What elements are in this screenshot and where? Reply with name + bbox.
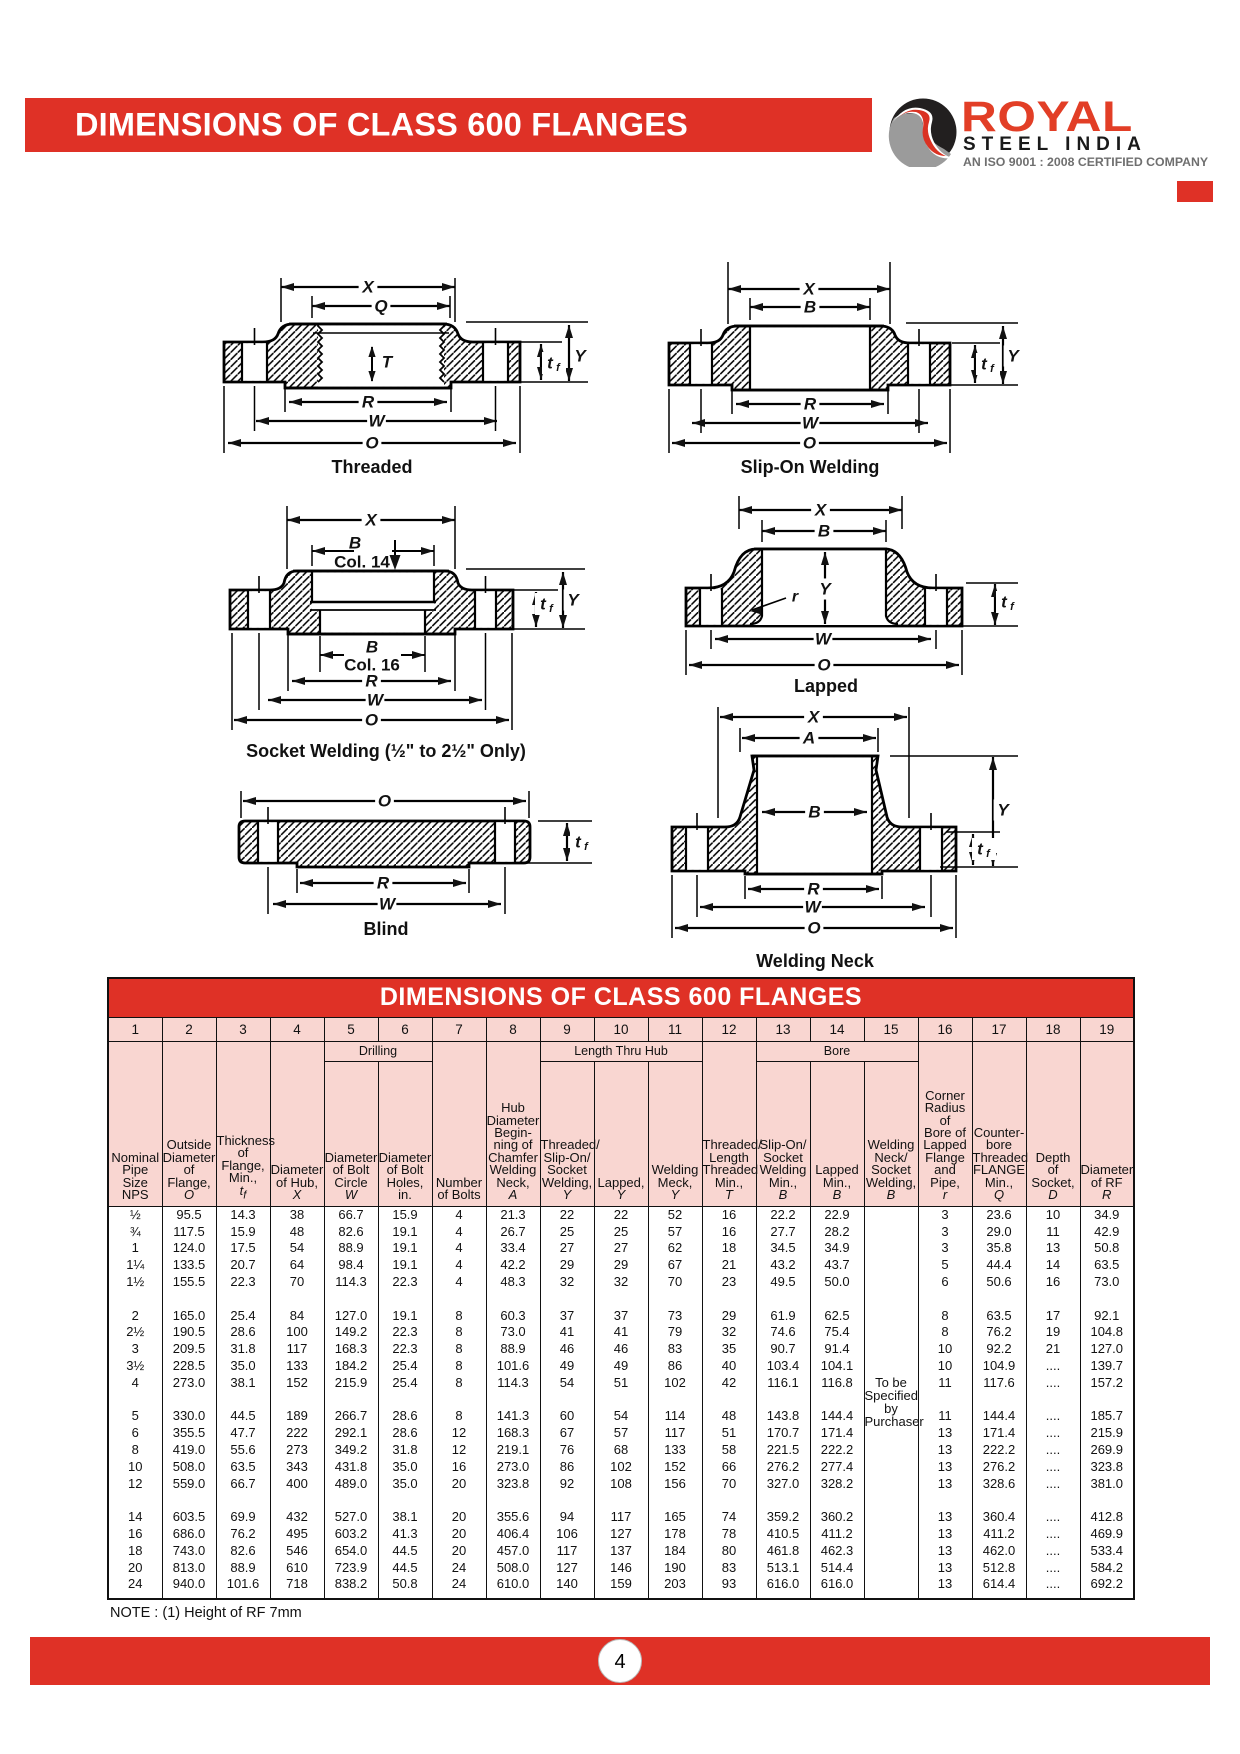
svg-text:B: B — [818, 522, 830, 541]
svg-text:Welding Neck: Welding Neck — [756, 951, 875, 971]
svg-text:W: W — [804, 898, 822, 917]
svg-text:A: A — [802, 729, 815, 748]
svg-text:R: R — [365, 672, 378, 691]
svg-text:R: R — [807, 880, 820, 899]
svg-text:f: f — [990, 363, 995, 375]
svg-text:f: f — [986, 848, 991, 860]
svg-text:Lapped: Lapped — [794, 676, 858, 696]
svg-text:W: W — [815, 630, 833, 649]
svg-text:X: X — [814, 501, 828, 520]
svg-text:O: O — [378, 792, 391, 811]
svg-text:W: W — [367, 691, 385, 710]
svg-text:t: t — [1001, 593, 1008, 612]
svg-text:X: X — [364, 511, 378, 530]
svg-text:O: O — [365, 711, 378, 730]
svg-text:Y: Y — [574, 347, 587, 366]
svg-text:R: R — [362, 393, 375, 412]
svg-text:t: t — [575, 833, 582, 852]
svg-text:f: f — [1010, 601, 1015, 613]
svg-text:X: X — [361, 278, 375, 297]
svg-text:r: r — [792, 589, 799, 606]
svg-text:f: f — [584, 841, 589, 853]
svg-text:Col. 16: Col. 16 — [344, 656, 400, 675]
svg-text:O: O — [807, 919, 820, 938]
svg-text:f: f — [549, 603, 554, 615]
svg-text:W: W — [379, 895, 397, 914]
svg-text:Q: Q — [374, 297, 387, 316]
svg-text:R: R — [804, 395, 817, 414]
svg-text:W: W — [368, 412, 386, 431]
svg-text:Col. 14: Col. 14 — [334, 553, 390, 572]
svg-text:B: B — [808, 803, 820, 822]
svg-text:X: X — [807, 708, 821, 727]
svg-text:B: B — [366, 638, 378, 657]
svg-text:t: t — [547, 354, 554, 373]
svg-text:Blind: Blind — [364, 919, 409, 939]
svg-text:Y: Y — [567, 591, 580, 610]
svg-text:O: O — [365, 434, 378, 453]
svg-text:t: t — [977, 840, 984, 859]
svg-text:Socket Welding (½" to 2½" Only: Socket Welding (½" to 2½" Only) — [246, 741, 526, 761]
svg-text:Slip-On Welding: Slip-On Welding — [741, 457, 880, 477]
svg-text:t: t — [540, 595, 547, 614]
svg-text:Y: Y — [1007, 347, 1020, 366]
svg-text:R: R — [377, 874, 390, 893]
svg-text:O: O — [817, 656, 830, 675]
svg-text:Y: Y — [997, 801, 1010, 820]
svg-text:Threaded: Threaded — [331, 457, 412, 477]
svg-text:X: X — [802, 280, 816, 299]
svg-text:O: O — [803, 434, 816, 453]
svg-text:f: f — [556, 362, 561, 374]
svg-text:B: B — [349, 534, 361, 553]
svg-text:Y: Y — [819, 580, 832, 599]
svg-text:T: T — [382, 353, 394, 372]
svg-text:t: t — [981, 355, 988, 374]
svg-text:B: B — [804, 298, 816, 317]
svg-text:W: W — [802, 414, 820, 433]
